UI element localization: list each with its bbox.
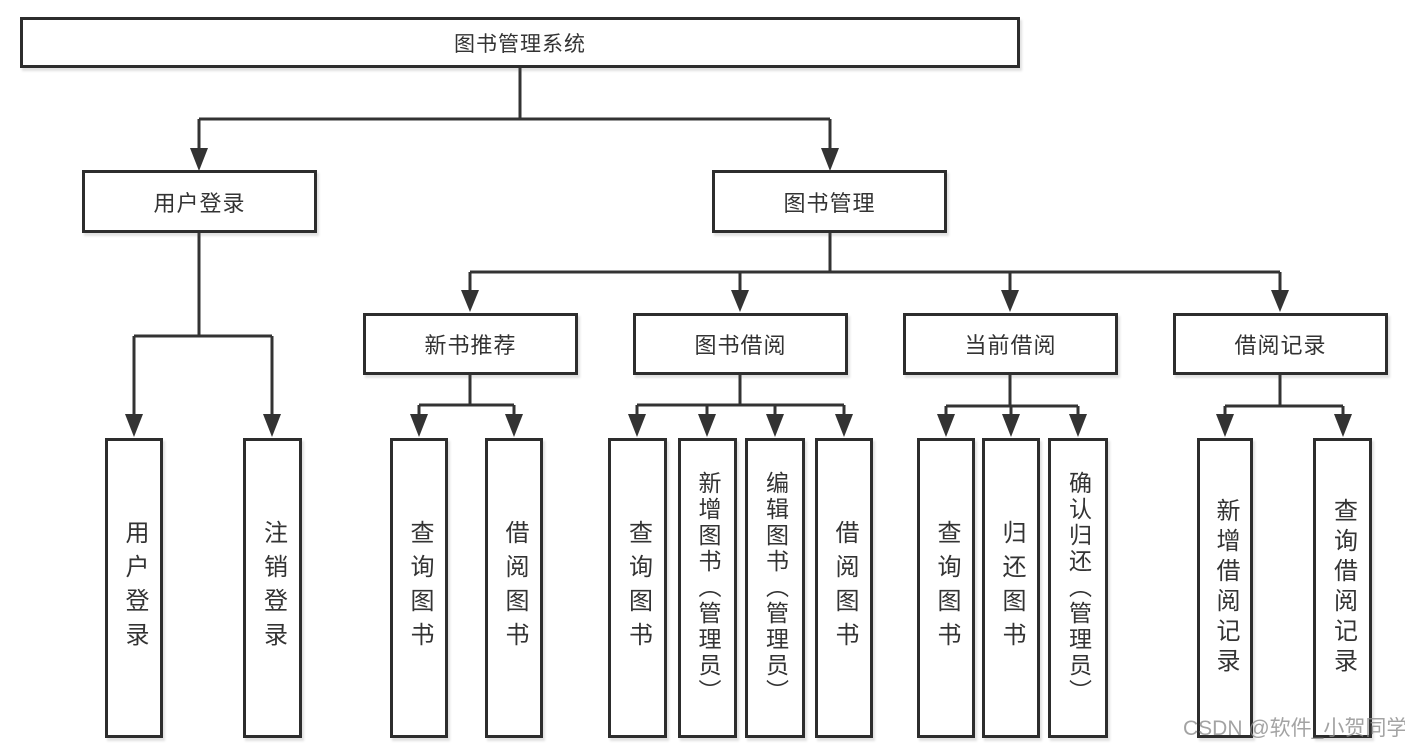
leaf-add-book-admin-label: 新增图书（管理员）: [695, 471, 721, 705]
leaf-borrow-book-2-label: 借阅图书: [831, 520, 858, 656]
leaf-add-borrow-record: 新增借阅记录: [1197, 438, 1253, 738]
node-root-system: 图书管理系统: [20, 17, 1020, 68]
leaf-logout: 注销登录: [243, 438, 302, 738]
node-current-borrow: 当前借阅: [903, 313, 1118, 375]
leaf-edit-book-admin: 编辑图书（管理员）: [745, 438, 805, 738]
leaf-add-book-admin: 新增图书（管理员）: [678, 438, 737, 738]
leaf-query-book-2: 查询图书: [608, 438, 667, 738]
connector-currentborrow-to-children: [937, 375, 1087, 437]
node-borrow-records-label: 借阅记录: [1234, 333, 1327, 358]
leaf-borrow-book-1-label: 借阅图书: [501, 520, 528, 656]
connector-root-to-level2: [190, 68, 839, 171]
node-book-borrow-label: 图书借阅: [694, 333, 787, 358]
connector-bookmgmt-to-level3: [461, 233, 1289, 312]
leaf-edit-book-admin-label: 编辑图书（管理员）: [762, 471, 789, 705]
node-user-login: 用户登录: [82, 170, 317, 233]
leaf-return-book: 归还图书: [982, 438, 1040, 738]
leaf-query-book-1-label: 查询图书: [406, 520, 433, 656]
leaf-borrow-book-1: 借阅图书: [485, 438, 543, 738]
leaf-query-borrow-record: 查询借阅记录: [1313, 438, 1372, 738]
node-root-label: 图书管理系统: [454, 32, 586, 56]
leaf-query-book-1: 查询图书: [390, 438, 448, 738]
node-new-book-recommend-label: 新书推荐: [424, 333, 517, 358]
leaf-query-book-3: 查询图书: [917, 438, 975, 738]
node-current-borrow-label: 当前借阅: [964, 333, 1057, 358]
connector-bookborrow-to-children: [628, 375, 853, 437]
connector-userlogin-to-children: [125, 233, 281, 437]
leaf-user-login-label: 用户登录: [121, 520, 148, 656]
leaf-user-login: 用户登录: [105, 438, 163, 738]
leaf-borrow-book-2: 借阅图书: [815, 438, 873, 738]
leaf-query-book-3-label: 查询图书: [933, 520, 960, 656]
node-borrow-records: 借阅记录: [1173, 313, 1388, 375]
node-new-book-recommend: 新书推荐: [363, 313, 578, 375]
leaf-confirm-return-admin: 确认归还（管理员）: [1048, 438, 1108, 738]
leaf-query-borrow-record-label: 查询借阅记录: [1329, 498, 1357, 678]
leaf-logout-label: 注销登录: [259, 520, 287, 656]
node-book-management-label: 图书管理: [783, 190, 876, 216]
connector-borrowrecords-to-children: [1216, 375, 1352, 437]
leaf-return-book-label: 归还图书: [998, 520, 1025, 656]
leaf-query-book-2-label: 查询图书: [624, 520, 652, 656]
connector-newbookrec-to-children: [410, 375, 523, 437]
node-user-login-label: 用户登录: [153, 190, 246, 216]
node-book-borrow: 图书借阅: [633, 313, 848, 375]
leaf-confirm-return-admin-label: 确认归还（管理员）: [1065, 471, 1092, 705]
csdn-watermark: CSDN @软件_小贺同学: [1183, 717, 1405, 740]
leaf-add-borrow-record-label: 新增借阅记录: [1212, 498, 1239, 678]
node-book-management: 图书管理: [712, 170, 947, 233]
